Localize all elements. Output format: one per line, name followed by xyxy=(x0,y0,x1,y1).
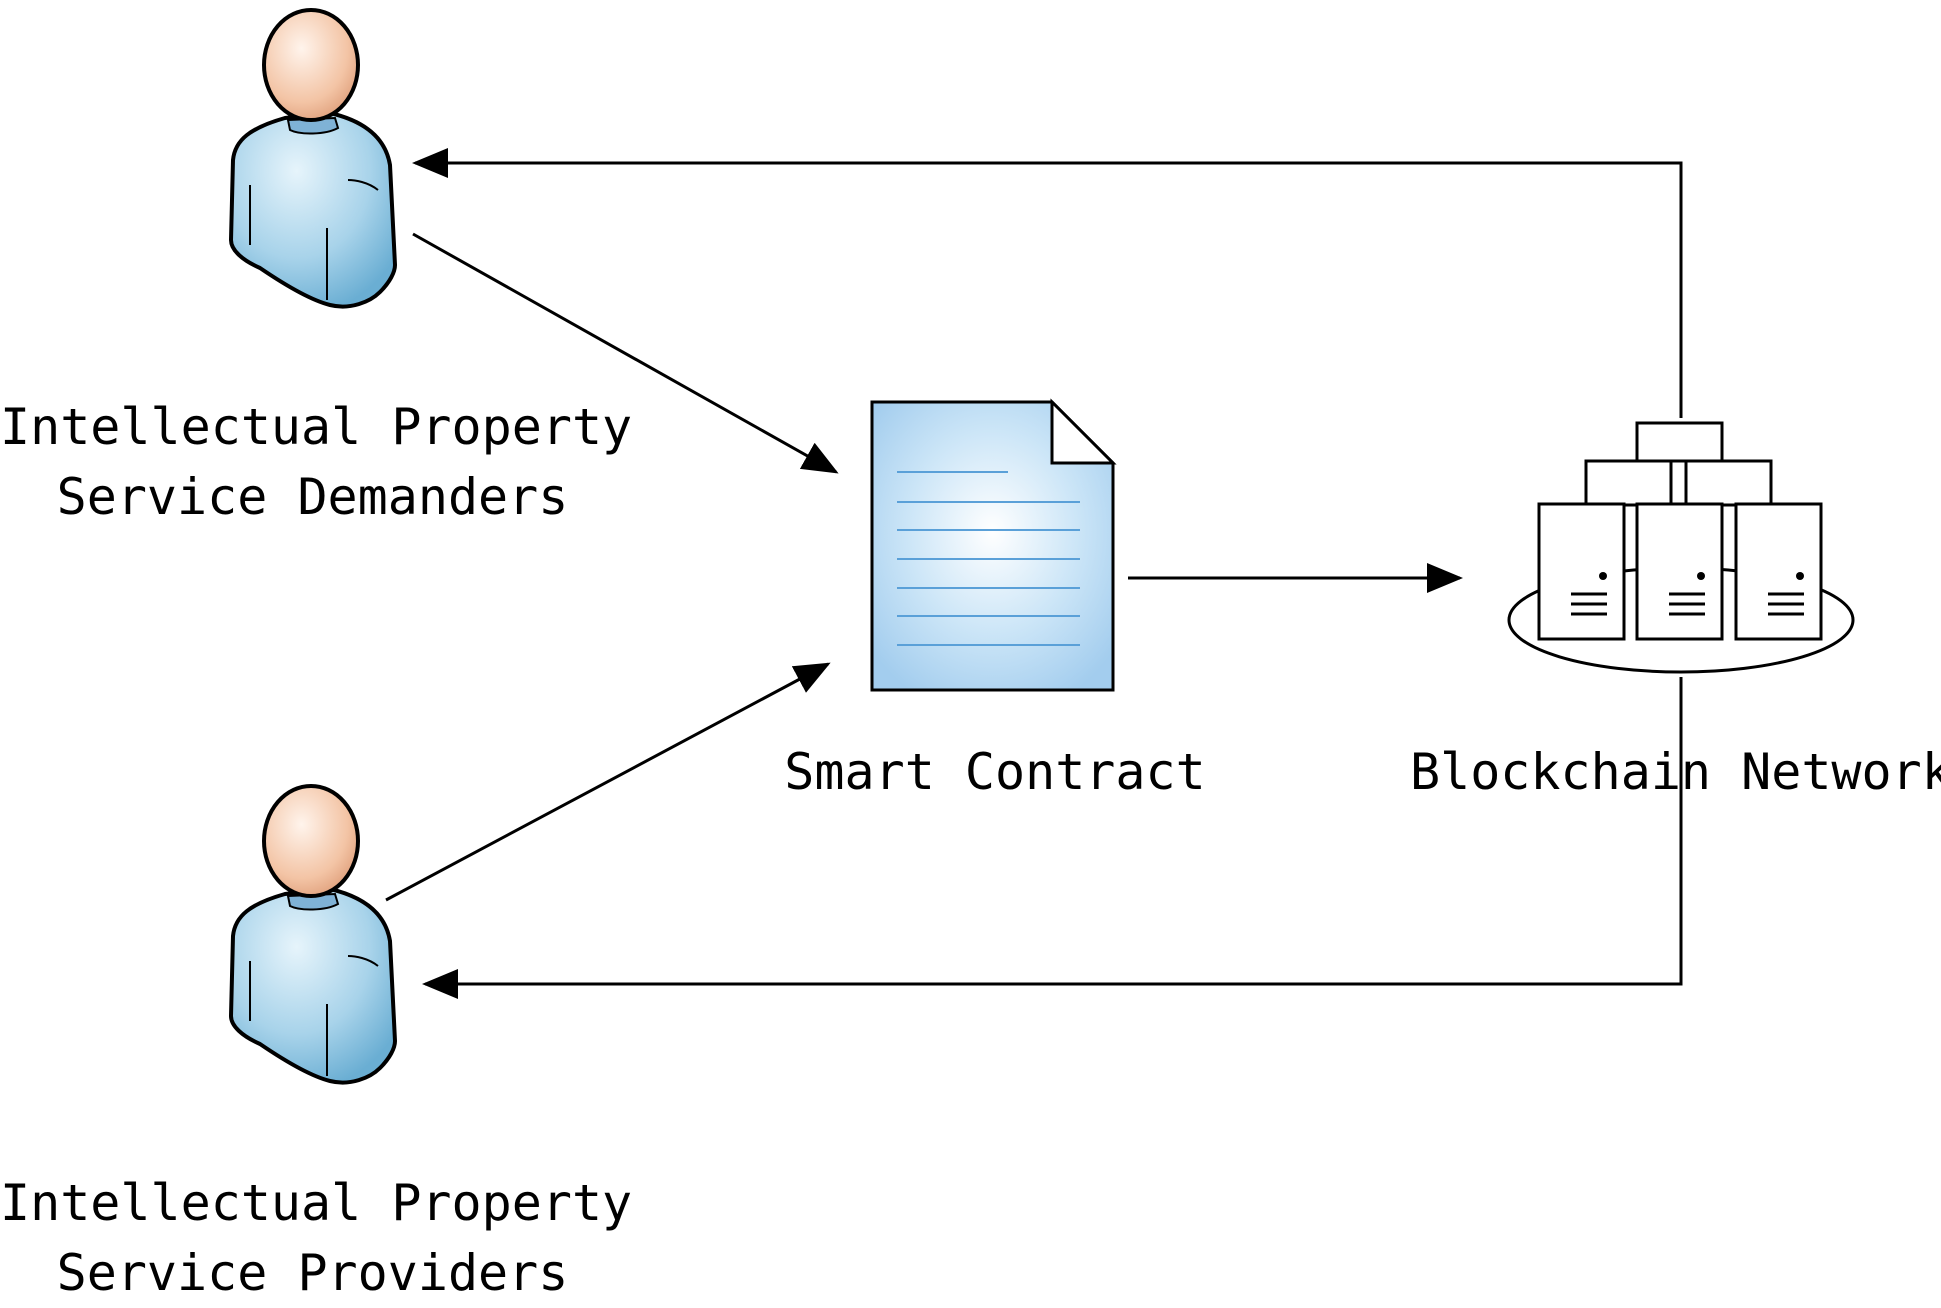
smart-contract-label: Smart Contract xyxy=(784,743,1206,801)
blockchain-network-label: Blockchain Network xyxy=(1410,743,1941,801)
arrow-demanders-to-contract xyxy=(412,232,839,474)
providers-label-line1: Intellectual Property xyxy=(0,1174,633,1232)
providers-label: Intellectual Property Service Providers xyxy=(0,1168,632,1308)
arrow-network-to-demanders xyxy=(412,148,1683,418)
arrow-providers-to-contract xyxy=(385,662,831,902)
arrow-network-to-providers xyxy=(422,677,1683,999)
demanders-user-icon xyxy=(228,8,398,309)
smart-contract-document-icon xyxy=(870,398,1117,692)
demanders-label-line1: Intellectual Property xyxy=(0,398,633,456)
demanders-label: Intellectual Property Service Demanders xyxy=(0,392,632,532)
providers-label-line2: Service Providers xyxy=(56,1244,569,1302)
blockchain-network-server-icon xyxy=(1507,421,1855,674)
demanders-label-line2: Service Demanders xyxy=(56,468,569,526)
providers-user-icon xyxy=(228,784,398,1085)
